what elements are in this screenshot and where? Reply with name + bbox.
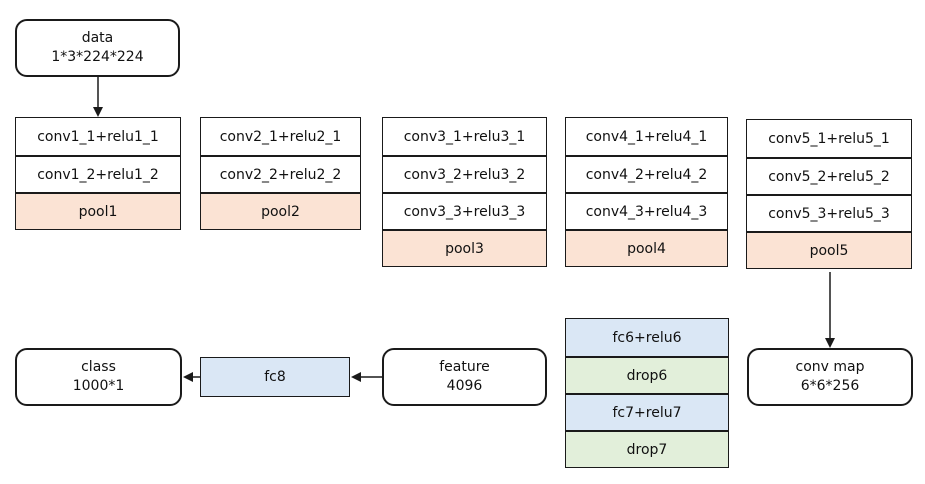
- feature-label: feature: [439, 359, 490, 375]
- pool-layer: pool2: [201, 192, 360, 229]
- conv-layer: conv4_2+relu4_2: [566, 155, 727, 192]
- data-input-label: data: [81, 30, 114, 46]
- conv-block-1: conv1_1+relu1_1 conv1_2+relu1_2 pool1: [15, 117, 181, 230]
- pool-layer: pool3: [383, 229, 546, 266]
- conv-layer: conv4_1+relu4_1: [566, 118, 727, 155]
- fc-layer: fc6+relu6: [566, 319, 728, 356]
- data-input-shape: 1*3*224*224: [51, 49, 144, 65]
- data-input-node: data 1*3*224*224: [15, 19, 180, 77]
- dropout-layer: drop7: [566, 430, 728, 467]
- feature-size: 4096: [446, 378, 483, 394]
- conv-layer: conv3_3+relu3_3: [383, 192, 546, 229]
- fc8-node: fc8: [200, 357, 350, 397]
- dropout-layer: drop6: [566, 356, 728, 393]
- class-output-node: class 1000*1: [15, 348, 182, 406]
- class-label: class: [81, 359, 116, 375]
- feature-node: feature 4096: [382, 348, 547, 406]
- conv-layer: conv3_1+relu3_1: [383, 118, 546, 155]
- conv-map-node: conv map 6*6*256: [747, 348, 913, 406]
- conv-block-4: conv4_1+relu4_1 conv4_2+relu4_2 conv4_3+…: [565, 117, 728, 267]
- conv-map-label: conv map: [795, 359, 865, 375]
- fc8-label: fc8: [264, 368, 286, 385]
- conv-layer: conv4_3+relu4_3: [566, 192, 727, 229]
- class-shape: 1000*1: [72, 378, 125, 394]
- conv-layer: conv5_2+relu5_2: [747, 157, 911, 194]
- pool-layer: pool4: [566, 229, 727, 266]
- conv-layer: conv1_2+relu1_2: [16, 155, 180, 192]
- conv-layer: conv2_2+relu2_2: [201, 155, 360, 192]
- conv-layer: conv5_3+relu5_3: [747, 194, 911, 231]
- conv-block-5: conv5_1+relu5_1 conv5_2+relu5_2 conv5_3+…: [746, 119, 912, 269]
- conv-layer: conv1_1+relu1_1: [16, 118, 180, 155]
- pool-layer: pool5: [747, 231, 911, 268]
- conv-layer: conv5_1+relu5_1: [747, 120, 911, 157]
- fc-layer: fc7+relu7: [566, 393, 728, 430]
- conv-block-3: conv3_1+relu3_1 conv3_2+relu3_2 conv3_3+…: [382, 117, 547, 267]
- conv-layer: conv2_1+relu2_1: [201, 118, 360, 155]
- conv-layer: conv3_2+relu3_2: [383, 155, 546, 192]
- conv-map-shape: 6*6*256: [800, 378, 860, 394]
- conv-block-2: conv2_1+relu2_1 conv2_2+relu2_2 pool2: [200, 117, 361, 230]
- fc-block: fc6+relu6 drop6 fc7+relu7 drop7: [565, 318, 729, 468]
- pool-layer: pool1: [16, 192, 180, 229]
